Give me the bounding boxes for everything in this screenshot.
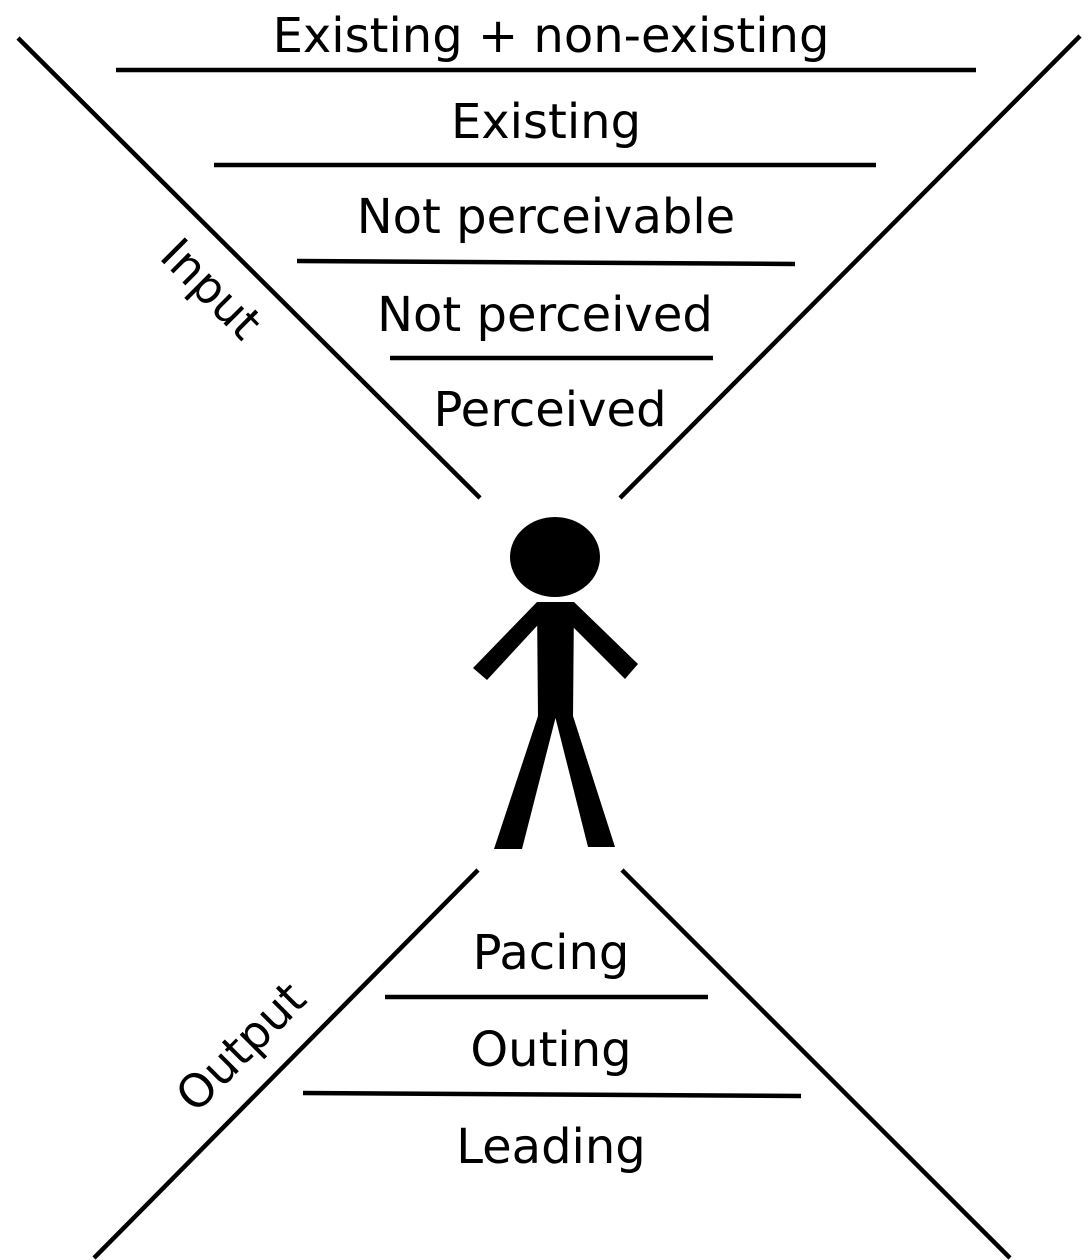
person-right-leg <box>555 716 615 847</box>
output-side-label: Output <box>165 971 316 1122</box>
output-levels: Pacing Outing Leading <box>456 925 646 1175</box>
output-level-outing: Outing <box>470 1022 631 1078</box>
person-right-arm <box>561 602 638 679</box>
person-head <box>510 517 600 597</box>
output-funnel-left-edge <box>92 868 480 1260</box>
output-funnel <box>92 868 1012 1260</box>
input-levels: Existing + non-existing Existing Not per… <box>273 8 830 438</box>
input-side-label: Input <box>150 227 272 349</box>
input-funnel-left-edge <box>16 36 482 500</box>
input-level-not-perceivable: Not perceivable <box>357 189 735 245</box>
input-funnel-right-edge <box>618 34 1082 500</box>
input-level-existing: Existing <box>451 94 641 150</box>
input-level-perceived: Perceived <box>433 382 666 438</box>
input-level-not-perceived: Not perceived <box>377 287 713 343</box>
person-torso <box>537 602 574 718</box>
input-level-existing-nonexisting: Existing + non-existing <box>273 8 830 64</box>
input-funnel <box>16 34 1082 500</box>
person-left-arm <box>473 602 548 680</box>
output-divider-2 <box>302 1090 802 1099</box>
output-level-pacing: Pacing <box>473 925 630 981</box>
person-left-leg <box>494 716 556 849</box>
output-level-leading: Leading <box>456 1119 646 1175</box>
person-icon <box>473 517 638 849</box>
input-divider-3 <box>296 258 796 267</box>
output-funnel-right-edge <box>620 868 1012 1260</box>
